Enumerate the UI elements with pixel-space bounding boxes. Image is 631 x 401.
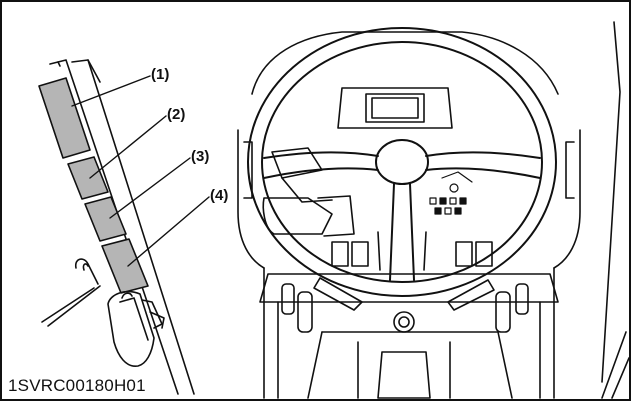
callout-label-3: (3) xyxy=(191,148,210,165)
steering-wheel xyxy=(247,27,557,297)
wheel-hub xyxy=(375,139,429,185)
figure-code: 1SVRC00180H01 xyxy=(5,376,149,397)
center-knob xyxy=(393,311,415,333)
leader-2 xyxy=(89,115,167,179)
callout-label-4: (4) xyxy=(210,187,229,204)
side-panels xyxy=(38,77,149,294)
display-screen xyxy=(365,93,425,123)
panel-4 xyxy=(101,238,149,294)
callout-label-1: (1) xyxy=(151,66,170,83)
right-pillar xyxy=(601,21,629,399)
callout-label-2: (2) xyxy=(167,106,186,123)
panel-3 xyxy=(84,196,127,242)
leader-1 xyxy=(71,75,151,107)
leader-4 xyxy=(127,196,210,267)
steering-column xyxy=(377,231,427,271)
leader-lines xyxy=(71,75,210,267)
symbol-panel xyxy=(429,171,473,215)
panel-1 xyxy=(38,77,91,159)
panel-2 xyxy=(67,156,109,200)
leader-3 xyxy=(109,157,191,219)
hook-handle xyxy=(41,258,101,327)
control-lever xyxy=(262,147,355,237)
mirror-assembly xyxy=(107,290,165,367)
